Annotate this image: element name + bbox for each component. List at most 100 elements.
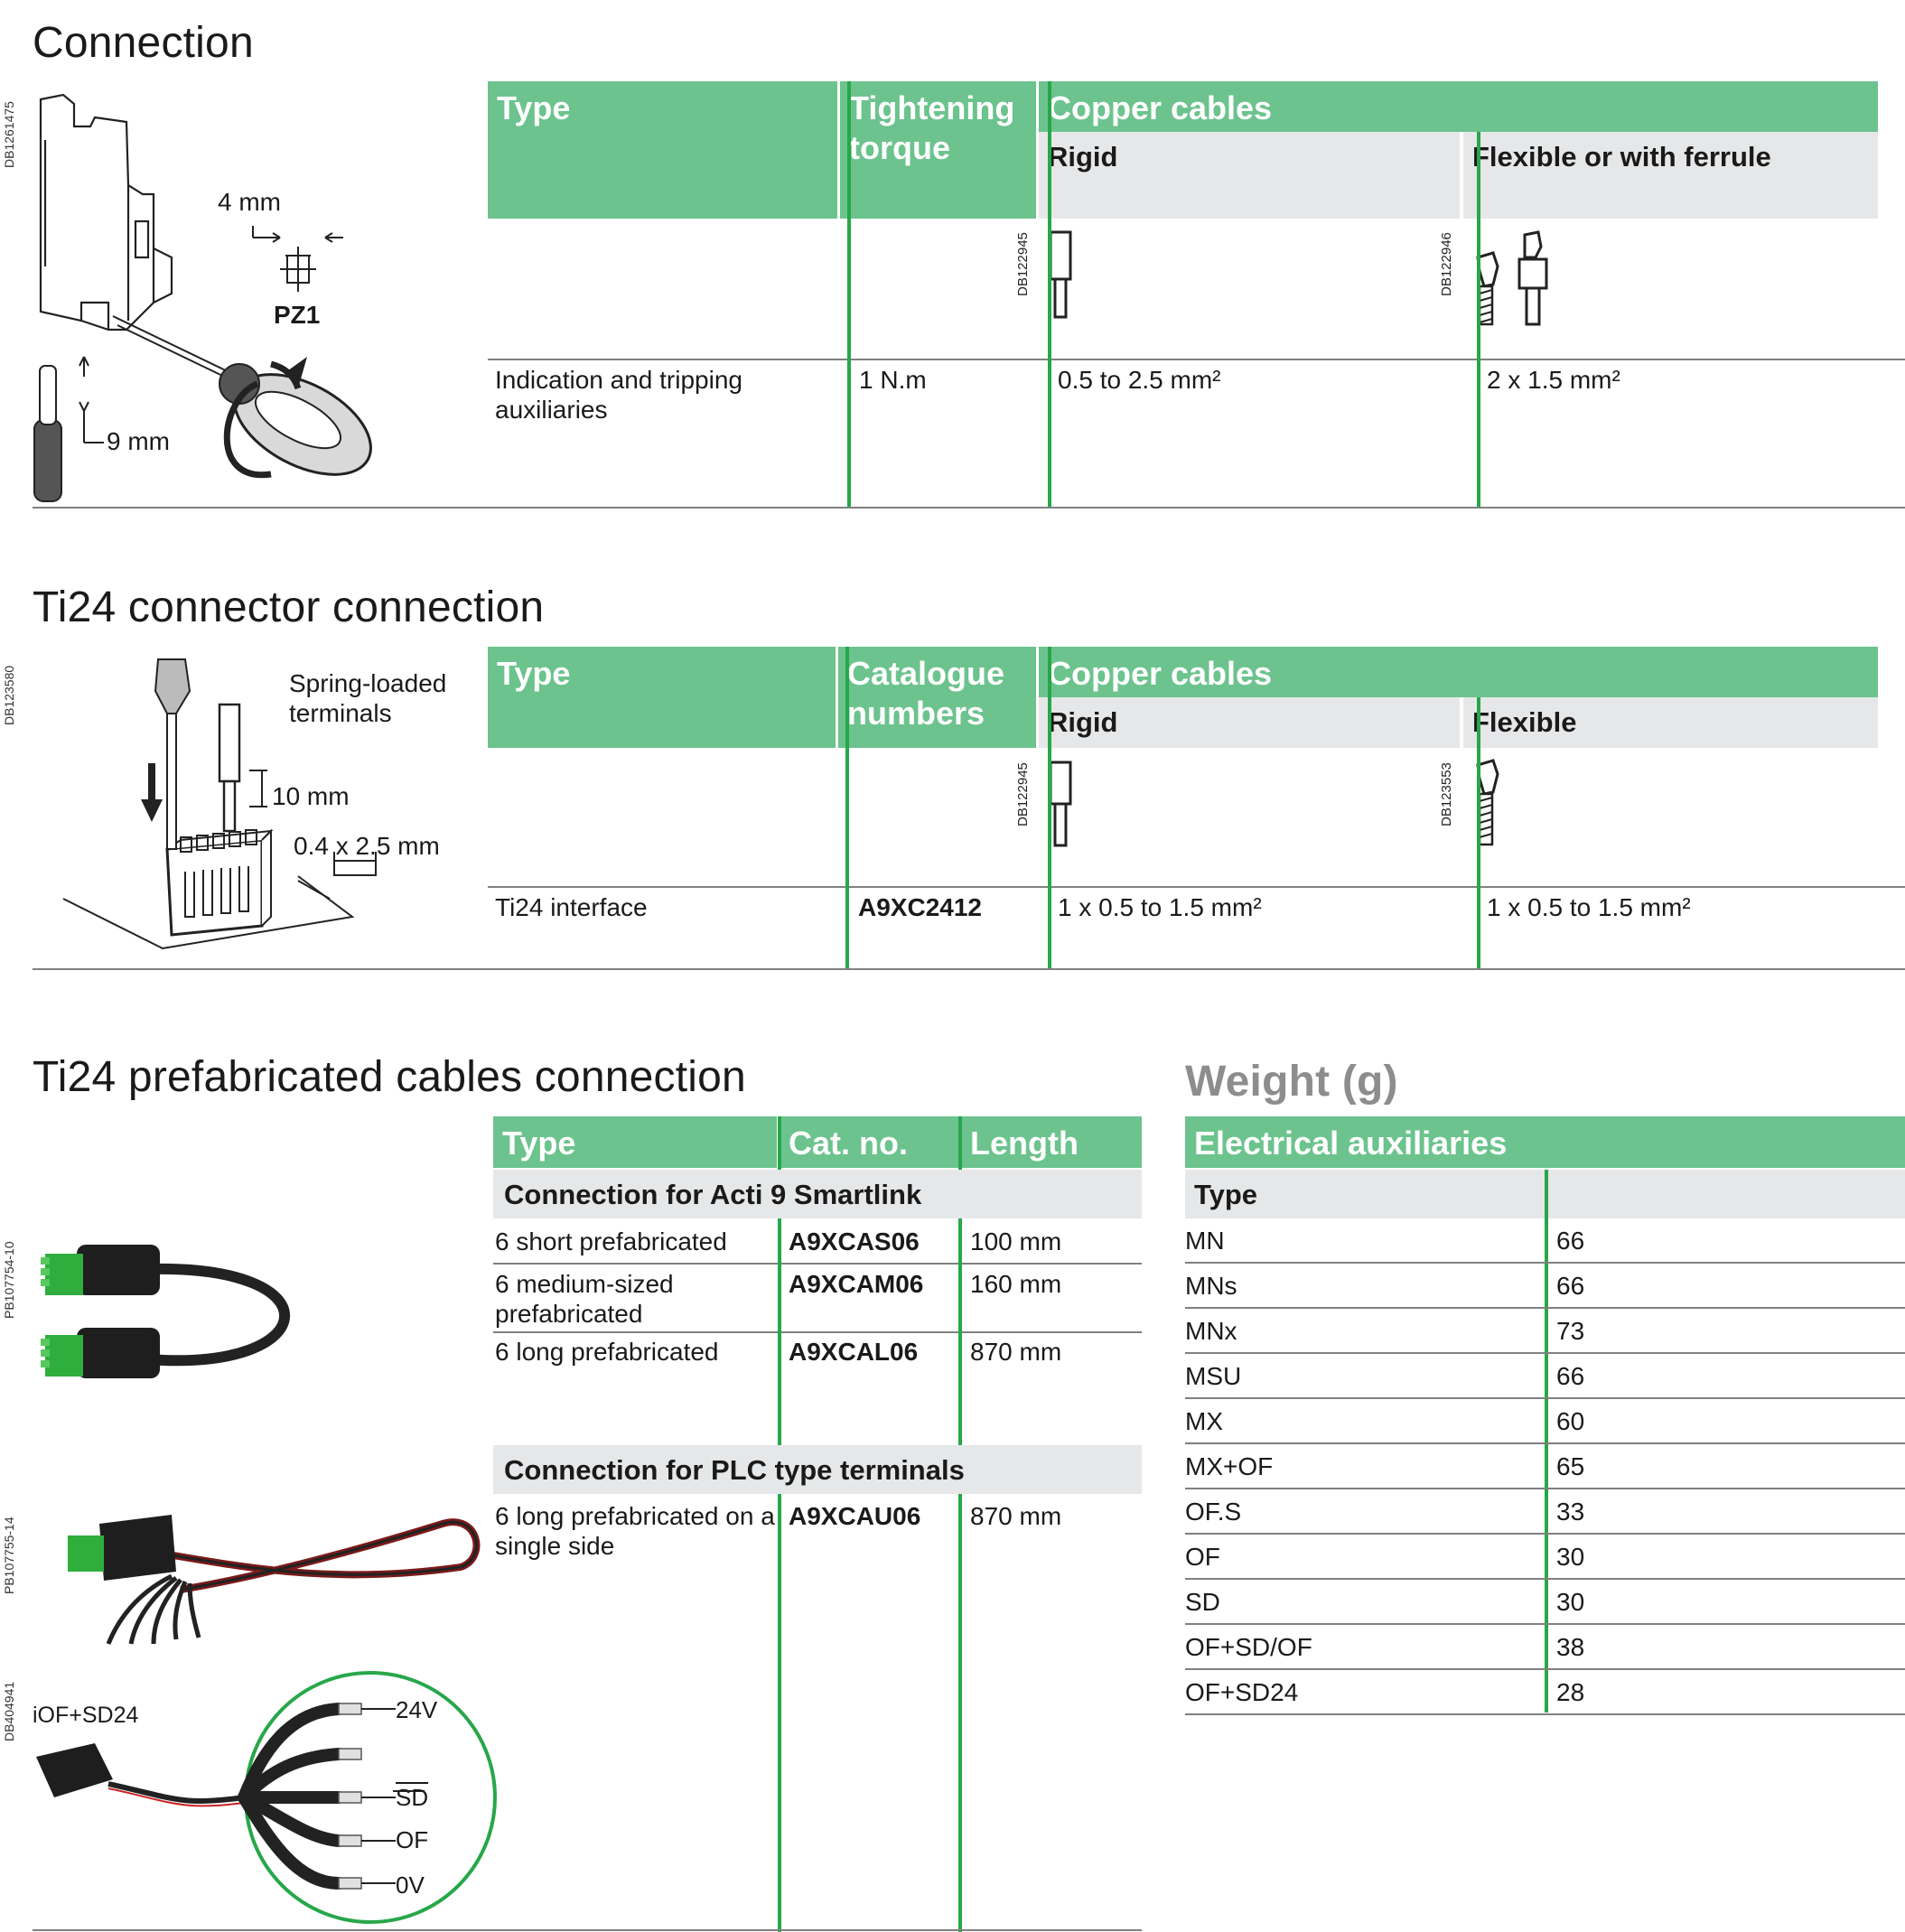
t1-divider-2 <box>1048 81 1051 508</box>
t3-group2-header: Connection for PLC type terminals <box>493 1445 1142 1494</box>
fig1-strip-dim: 9 mm <box>107 427 170 455</box>
weight-row-value: 66 <box>1556 1362 1585 1390</box>
t1-header-copper: Copper cables <box>1039 81 1878 132</box>
t1-row-torque: 1 N.m <box>859 366 927 394</box>
fig3-device-label: iOF+SD24 <box>33 1703 139 1728</box>
weight-row-line <box>1185 1262 1905 1264</box>
t3-r4-type: 6 long prefabricated on a single side <box>495 1502 775 1560</box>
fig1-screw-dim: 4 mm <box>218 188 281 216</box>
weight-row-value: 65 <box>1556 1452 1585 1480</box>
t1-code-flexible: DB122946 <box>1439 232 1454 296</box>
weight-row-type: MX <box>1185 1407 1223 1435</box>
t1-header-torque: Tightening torque <box>840 81 1036 219</box>
t3-r2-cat: A9XCAM06 <box>789 1270 924 1298</box>
t2-divider-2 <box>1048 647 1051 969</box>
breaker-screwdriver-illustration <box>33 93 372 502</box>
t2-header-type: Type <box>488 647 836 748</box>
fig1-bit-label: PZ1 <box>274 301 321 329</box>
t1-header-rigid: Rigid <box>1039 132 1460 219</box>
t3-divider-2 <box>958 1116 962 1170</box>
rigid-cable-icon <box>1049 230 1072 319</box>
fig2-terminals-label: Spring-loaded terminals <box>289 669 447 727</box>
t1-row-rigid: 0.5 to 2.5 mm² <box>1058 366 1221 394</box>
weight-row-value: 60 <box>1556 1407 1585 1435</box>
side-code-3a: PB107754-10 <box>2 1241 16 1319</box>
t2-row-type: Ti24 interface <box>495 893 648 921</box>
weight-row-line <box>1185 1307 1905 1309</box>
connection-title: Connection <box>33 19 254 67</box>
t3-r4-cat: A9XCAU06 <box>789 1502 921 1530</box>
t1-divider-3 <box>1477 132 1480 508</box>
t1-row-line <box>488 359 1905 360</box>
t3-header-length: Length <box>961 1116 1142 1168</box>
weight-row-type: SD <box>1185 1588 1220 1616</box>
weight-row-value: 66 <box>1556 1272 1585 1300</box>
wire-0v-label: 0V <box>396 1871 425 1899</box>
t3-line-1 <box>493 1263 1142 1265</box>
weight-row-value: 28 <box>1556 1678 1585 1706</box>
t1-code-rigid: DB122945 <box>1015 232 1031 296</box>
weight-row-type: MX+OF <box>1185 1452 1274 1480</box>
t3-divider-1b <box>778 1218 781 1445</box>
weight-row-value: 30 <box>1556 1588 1585 1616</box>
t3-header-cat: Cat. no. <box>780 1116 958 1168</box>
weight-row-line <box>1185 1578 1905 1580</box>
weight-row-type: MN <box>1185 1227 1225 1255</box>
section2-bottom-line <box>33 968 1905 970</box>
t2-flexible-cable-icon <box>1476 759 1499 846</box>
weight-row-line <box>1185 1668 1905 1670</box>
t3-line-2 <box>493 1331 1142 1333</box>
t3-r3-type: 6 long prefabricated <box>495 1338 719 1366</box>
weight-row-value: 38 <box>1556 1633 1585 1661</box>
section1-bottom-line <box>33 507 1905 509</box>
weight-row-line <box>1185 1713 1905 1715</box>
weight-row-line <box>1185 1533 1905 1535</box>
weight-row-line <box>1185 1442 1905 1444</box>
t3-divider-1c <box>778 1494 781 1932</box>
prefab-title: Ti24 prefabricated cables connection <box>33 1053 746 1101</box>
t2-row-rigid: 1 x 0.5 to 1.5 mm² <box>1058 893 1262 921</box>
fig2-blade-dim: 0.4 x 2.5 mm <box>294 832 440 860</box>
weight-row-type: OF+SD24 <box>1185 1678 1299 1706</box>
t3-r3-length: 870 mm <box>970 1338 1062 1366</box>
weight-row-line <box>1185 1488 1905 1489</box>
weight-title: Weight (g) <box>1185 1058 1398 1106</box>
t3-r1-cat: A9XCAS06 <box>789 1227 920 1255</box>
t2-row-flexible: 1 x 0.5 to 1.5 mm² <box>1487 893 1691 921</box>
weight-row-value: 30 <box>1556 1543 1585 1571</box>
weight-row-type: MNx <box>1185 1317 1237 1345</box>
weight-row-type: OF.S <box>1185 1498 1242 1526</box>
t3-r4-length: 870 mm <box>970 1502 1062 1530</box>
t1-header-flexible: Flexible or with ferrule <box>1463 132 1878 219</box>
t1-header-type: Type <box>488 81 837 219</box>
side-code-3b: PB107755-14 <box>2 1517 16 1594</box>
side-code-2: DB123580 <box>2 665 16 725</box>
t2-divider-1 <box>845 647 849 969</box>
t3-r2-length: 160 mm <box>970 1270 1062 1298</box>
weight-row-type: MSU <box>1185 1362 1242 1390</box>
long-cable-image <box>68 1515 481 1645</box>
t3-divider-1 <box>778 1116 781 1170</box>
fig2-strip-dim: 10 mm <box>272 782 350 810</box>
t2-rigid-cable-icon <box>1049 761 1072 847</box>
weight-row-type: MNs <box>1185 1272 1237 1300</box>
t3-header-type: Type <box>493 1116 777 1168</box>
weight-divider <box>1545 1170 1548 1713</box>
t2-header-flexible: Flexible <box>1463 697 1878 748</box>
short-cable-image <box>41 1245 291 1378</box>
weight-row-value: 66 <box>1556 1227 1585 1255</box>
iof-sd24-wiring-image <box>36 1671 497 1924</box>
flexible-cable-icon <box>1476 230 1548 326</box>
t3-r1-type: 6 short prefabricated <box>495 1227 727 1255</box>
weight-header: Electrical auxiliaries <box>1185 1116 1905 1168</box>
wire-sd-label: SD <box>396 1784 429 1811</box>
t3-group1-header: Connection for Acti 9 Smartlink <box>493 1170 1142 1218</box>
section3-bottom-line <box>33 1929 1142 1931</box>
weight-row-type: OF <box>1185 1543 1220 1571</box>
t2-header-rigid: Rigid <box>1039 697 1460 748</box>
ti24-connector-illustration <box>62 658 377 950</box>
ti24-title: Ti24 connector connection <box>33 583 545 631</box>
t1-row-type: Indication and tripping auxiliaries <box>495 366 742 424</box>
weight-row-type: OF+SD/OF <box>1185 1633 1312 1661</box>
weight-row-line <box>1185 1397 1905 1399</box>
